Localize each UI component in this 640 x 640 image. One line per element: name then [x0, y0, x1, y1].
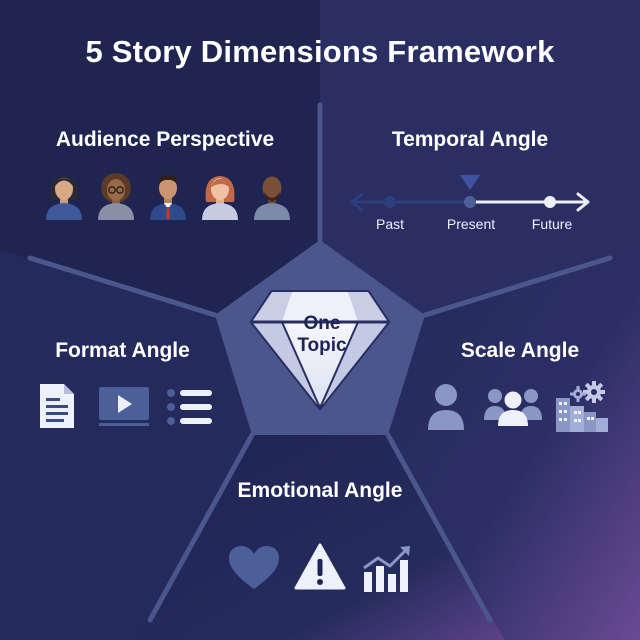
single-person-icon [428, 384, 464, 430]
list-icon [167, 389, 212, 425]
format-title: Format Angle [55, 339, 190, 362]
document-icon [40, 384, 74, 428]
timeline [350, 175, 590, 212]
audience-title: Audience Perspective [55, 128, 275, 151]
warning-icon [294, 543, 346, 590]
divider-lines [27, 102, 613, 623]
panel-top-right [320, 0, 640, 315]
city-gear-icon [556, 381, 608, 432]
diamond-icon [250, 290, 390, 411]
panel-left [0, 250, 252, 640]
trending-chart-icon [363, 546, 410, 592]
timeline-label-past: Past [375, 216, 404, 232]
center-label: One Topic [297, 313, 347, 356]
panel-top-left [0, 0, 320, 315]
person-man-tie-icon [150, 175, 186, 220]
person-man-bald-icon [254, 176, 290, 220]
timeline-label-present: Present [446, 216, 496, 232]
person-woman-icon [46, 176, 82, 220]
emotional-title: Emotional Angle [237, 479, 403, 502]
heart-icon [229, 546, 279, 589]
video-play-icon [99, 387, 149, 426]
temporal-title: Temporal Angle [391, 128, 549, 151]
person-woman-red-hair-icon [202, 176, 238, 220]
panel-bottom [135, 435, 505, 640]
panel-right [388, 250, 640, 640]
person-woman-glasses-icon [98, 173, 134, 220]
page-title: 5 Story Dimensions Framework [85, 34, 555, 69]
scale-title: Scale Angle [460, 339, 580, 362]
group-icon [484, 389, 542, 426]
timeline-label-future: Future [531, 216, 573, 232]
